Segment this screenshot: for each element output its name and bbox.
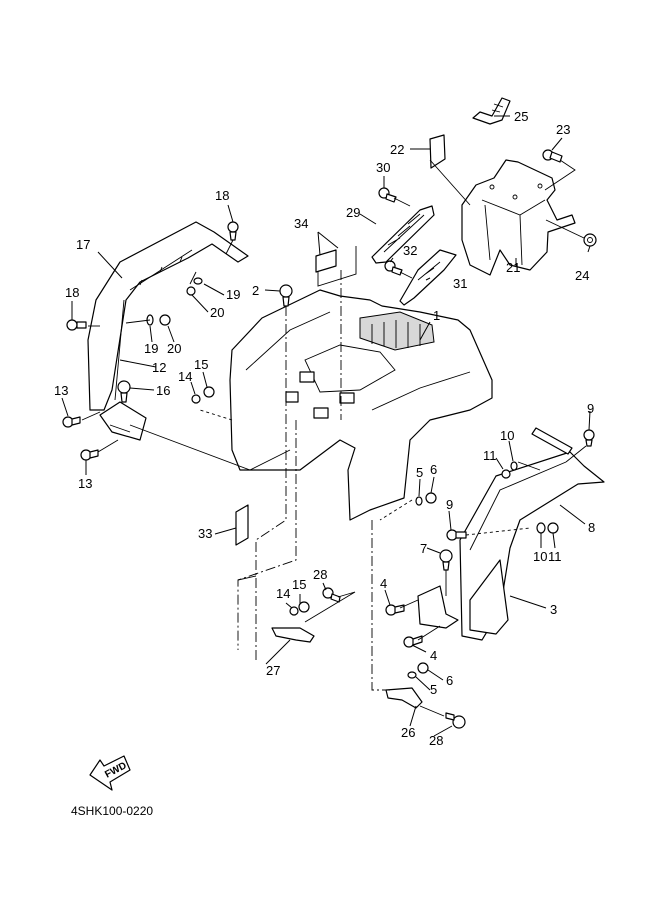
callout-8: 8 <box>588 520 595 535</box>
callout-10-upper: 10 <box>500 428 514 443</box>
left-bracket <box>99 401 147 441</box>
fwd-arrow-icon: FWD <box>89 755 131 791</box>
callout-20-left: 20 <box>167 341 181 356</box>
callout-24: 24 <box>575 268 589 283</box>
part-26-bracket <box>385 687 423 709</box>
part-21-cover <box>461 159 576 276</box>
right-lower-bracket <box>417 585 459 629</box>
callout-15-mid: 15 <box>194 357 208 372</box>
callout-22: 22 <box>390 142 404 157</box>
callout-7: 7 <box>420 541 427 556</box>
part-33-label <box>235 504 249 546</box>
part-34-pads <box>316 246 357 287</box>
callout-31: 31 <box>453 276 467 291</box>
callout-1: 1 <box>433 308 440 323</box>
callout-labels: 25 22 23 24 21 30 29 34 32 31 1 2 18 17 … <box>54 109 595 748</box>
part-23-bolt <box>542 149 563 163</box>
callout-30: 30 <box>376 160 390 175</box>
part-1-rear-fender <box>229 289 493 521</box>
callout-4-upper: 4 <box>380 576 387 591</box>
callout-9-mid: 9 <box>446 497 453 512</box>
callout-18-left: 18 <box>65 285 79 300</box>
assembly-lines <box>81 159 587 717</box>
callout-29: 29 <box>346 205 360 220</box>
part-30-bolt <box>378 187 397 203</box>
part-3-panel <box>469 559 509 635</box>
callout-16: 16 <box>156 383 170 398</box>
callout-28-upper: 28 <box>313 567 327 582</box>
callout-19-top: 19 <box>226 287 240 302</box>
callout-3: 3 <box>550 602 557 617</box>
callout-10-lower: 10 <box>533 549 547 564</box>
part-17-left-flap <box>87 221 249 411</box>
part-29-plate <box>371 205 435 264</box>
callout-4-lower: 4 <box>430 648 437 663</box>
callout-21: 21 <box>506 260 520 275</box>
callout-33: 33 <box>198 526 212 541</box>
callout-2: 2 <box>252 283 259 298</box>
callout-13-upper: 13 <box>54 383 68 398</box>
callout-17: 17 <box>76 237 90 252</box>
callout-leaders <box>61 115 591 737</box>
callout-14-lower: 14 <box>276 586 290 601</box>
callout-13-lower: 13 <box>78 476 92 491</box>
callout-34: 34 <box>294 216 308 231</box>
drawing-code: 4SHK100-0220 <box>71 804 153 818</box>
callout-11-upper: 11 <box>483 448 497 463</box>
callout-14-mid: 14 <box>178 369 192 384</box>
callout-15-lower: 15 <box>292 577 306 592</box>
part-25-clip <box>472 97 511 125</box>
part-22-label <box>429 134 446 169</box>
callout-5-lower: 5 <box>430 682 437 697</box>
part-24-nut <box>583 233 597 247</box>
callout-9-right: 9 <box>587 401 594 416</box>
callout-6-upper: 6 <box>430 462 437 477</box>
callout-20-top: 20 <box>210 305 224 320</box>
part-27-bracket <box>271 627 315 643</box>
callout-12: 12 <box>152 360 166 375</box>
callout-28-lower: 28 <box>429 733 443 748</box>
callout-11-lower: 11 <box>548 549 562 564</box>
part-32-bolt <box>384 260 403 276</box>
callout-6-lower: 6 <box>446 673 453 688</box>
callout-32: 32 <box>403 243 417 258</box>
callout-26: 26 <box>401 725 415 740</box>
callout-18-top: 18 <box>215 188 229 203</box>
callout-19-left: 19 <box>144 341 158 356</box>
callout-25: 25 <box>514 109 528 124</box>
part-31-bracket <box>399 249 457 306</box>
callout-23: 23 <box>556 122 570 137</box>
callout-5-upper: 5 <box>416 465 423 480</box>
callout-27: 27 <box>266 663 280 678</box>
